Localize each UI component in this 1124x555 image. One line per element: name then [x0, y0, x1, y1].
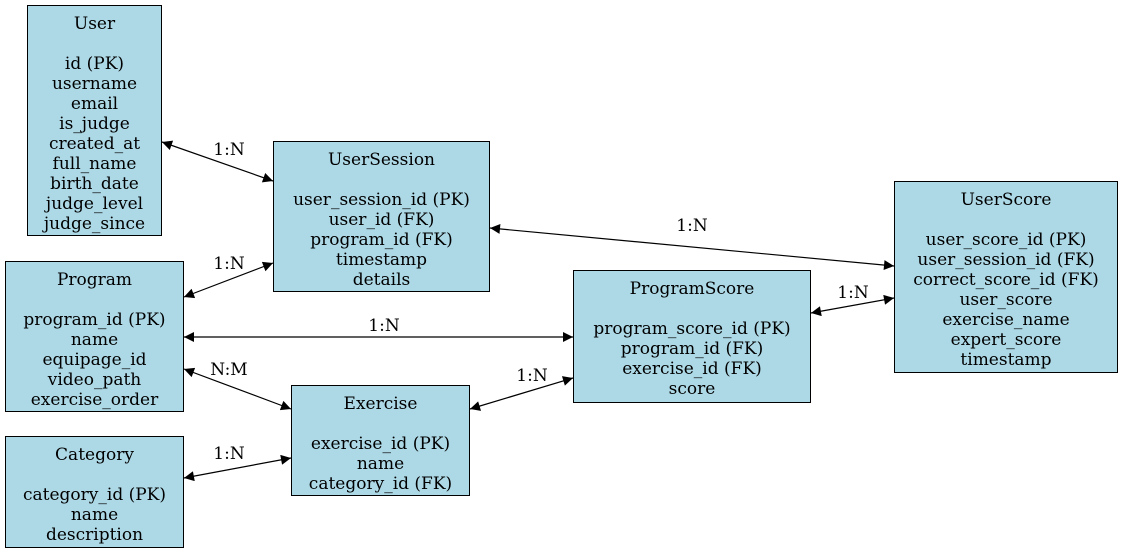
entity-field: user_score_id (PK) [925, 230, 1087, 250]
entity-field: category_id (PK) [22, 485, 167, 505]
entity-programscore: ProgramScore program_score_id (PK)program… [573, 270, 811, 403]
entity-field: judge_since [43, 214, 146, 234]
relation-exercise-programscore [469, 376, 574, 411]
relation-program-exercise [183, 367, 292, 411]
entity-field: score [668, 379, 716, 399]
entity-field: user_id (FK) [328, 210, 435, 230]
relation-usersession-userscore [489, 223, 895, 271]
entity-field: details [352, 270, 411, 290]
relation-user-usersession [161, 140, 274, 183]
entity-field: program_id (FK) [620, 339, 764, 359]
entity-title: User [73, 14, 116, 34]
relation-programscore-userscore [810, 294, 895, 317]
entity-title: ProgramScore [629, 279, 755, 299]
relation-label: 1:N [368, 316, 400, 336]
entity-field: exercise_name [942, 310, 1070, 330]
entity-field: email [70, 94, 119, 114]
entity-field: is_judge [59, 114, 130, 134]
entity-field: correct_score_id (FK) [913, 270, 1099, 290]
relation-label: 1:N [837, 283, 869, 303]
entity-field: name [356, 454, 405, 474]
entity-title: UserScore [960, 190, 1052, 210]
relation-label: 1:N [213, 140, 245, 160]
entity-field: judge_level [45, 194, 144, 214]
entity-field: name [70, 330, 119, 350]
relation-program-usersession [183, 261, 274, 299]
entity-usersession: UserSession user_session_id (PK)user_id (… [273, 141, 490, 292]
relation-label: 1:N [676, 216, 708, 236]
relation-label: N:M [210, 360, 248, 380]
entity-field: equipage_id [42, 350, 147, 370]
entity-field: user_session_id (PK) [293, 190, 470, 210]
entity-title: Exercise [343, 394, 418, 414]
relation-label: 1:N [213, 444, 245, 464]
entity-field: timestamp [335, 250, 428, 270]
relation-label: 1:N [213, 254, 245, 274]
entity-field: created_at [48, 134, 141, 154]
entity-field: expert_score [950, 330, 1062, 350]
entity-field: video_path [47, 370, 142, 390]
entity-field: name [70, 505, 119, 525]
entity-field: exercise_id (FK) [622, 359, 762, 379]
entity-title: Program [56, 270, 133, 290]
relation-category-exercise [183, 454, 292, 482]
entity-field: full_name [52, 154, 137, 174]
entity-field: timestamp [960, 350, 1052, 370]
entity-field: birth_date [50, 174, 139, 194]
entity-field: category_id (FK) [308, 474, 453, 494]
entity-field: program_id (FK) [310, 230, 453, 250]
entity-field: program_id (PK) [23, 310, 166, 330]
entity-field: id (PK) [64, 54, 125, 74]
entity-field: description [45, 525, 144, 545]
entity-title: Category [55, 445, 134, 465]
entity-title: UserSession [327, 150, 435, 170]
relation-label: 1:N [516, 366, 548, 386]
entity-field: program_score_id (PK) [593, 319, 791, 339]
entity-field: username [51, 74, 138, 94]
entity-field: user_score [959, 290, 1053, 310]
entity-userscore: UserScore user_score_id (PK)user_session_… [894, 181, 1118, 373]
entity-field: user_session_id (FK) [917, 250, 1095, 270]
entity-field: exercise_order [30, 390, 159, 410]
entity-field: exercise_id (PK) [310, 434, 451, 454]
